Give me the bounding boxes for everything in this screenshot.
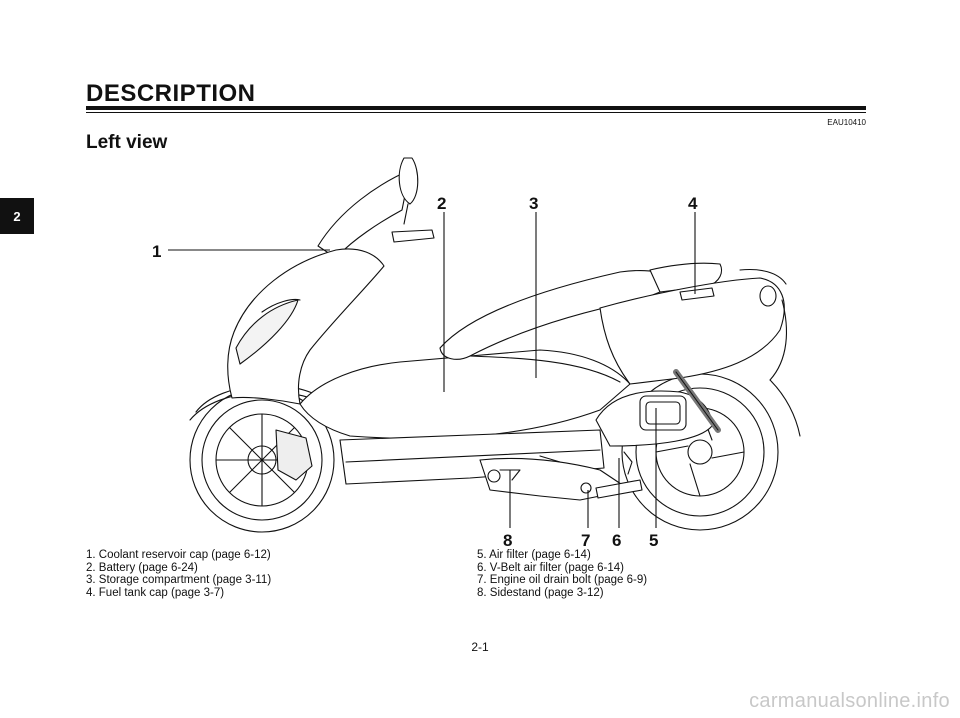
scooter-left-view-illustration: 1 2 3 4 5 6 7 8 <box>152 157 801 550</box>
callout-1: 1 <box>152 242 161 261</box>
callout-8: 8 <box>503 531 512 550</box>
page-title: DESCRIPTION <box>86 80 256 107</box>
legend-left: 1. Coolant reservoir cap (page 6-12) 2. … <box>86 549 271 599</box>
legend-item: 1. Coolant reservoir cap (page 6-12) <box>86 549 271 561</box>
legend-item: 4. Fuel tank cap (page 3-7) <box>86 586 225 599</box>
legend-item: 3. Storage compartment (page 3-11) <box>86 574 272 587</box>
legend-item: 7. Engine oil drain bolt (page 6-9) <box>477 574 648 587</box>
chapter-tab-label: 2 <box>13 208 21 224</box>
callout-7: 7 <box>581 531 590 550</box>
callout-5: 5 <box>649 531 658 550</box>
title-rule-thin <box>86 112 866 113</box>
legend-item: 8. Sidestand (page 3-12) <box>477 586 604 599</box>
callout-4: 4 <box>688 194 698 213</box>
front-wheel <box>189 387 335 533</box>
callout-2: 2 <box>437 194 446 213</box>
page-number: 2-1 <box>471 640 489 654</box>
chapter-tab: 2 <box>0 198 34 234</box>
title-rule-thick <box>86 106 866 110</box>
doc-code: EAU10410 <box>827 118 866 127</box>
legend-item: 6. V-Belt air filter (page 6-14) <box>477 561 625 574</box>
legend-item: 2. Battery (page 6-24) <box>86 561 198 574</box>
legend-item: 5. Air filter (page 6-14) <box>477 549 591 561</box>
watermark: carmanualsonline.info <box>749 690 950 712</box>
section-subtitle: Left view <box>86 132 168 153</box>
legend-right: 5. Air filter (page 6-14) 6. V-Belt air … <box>477 549 647 599</box>
callout-3: 3 <box>529 194 538 213</box>
callout-6: 6 <box>612 531 621 550</box>
